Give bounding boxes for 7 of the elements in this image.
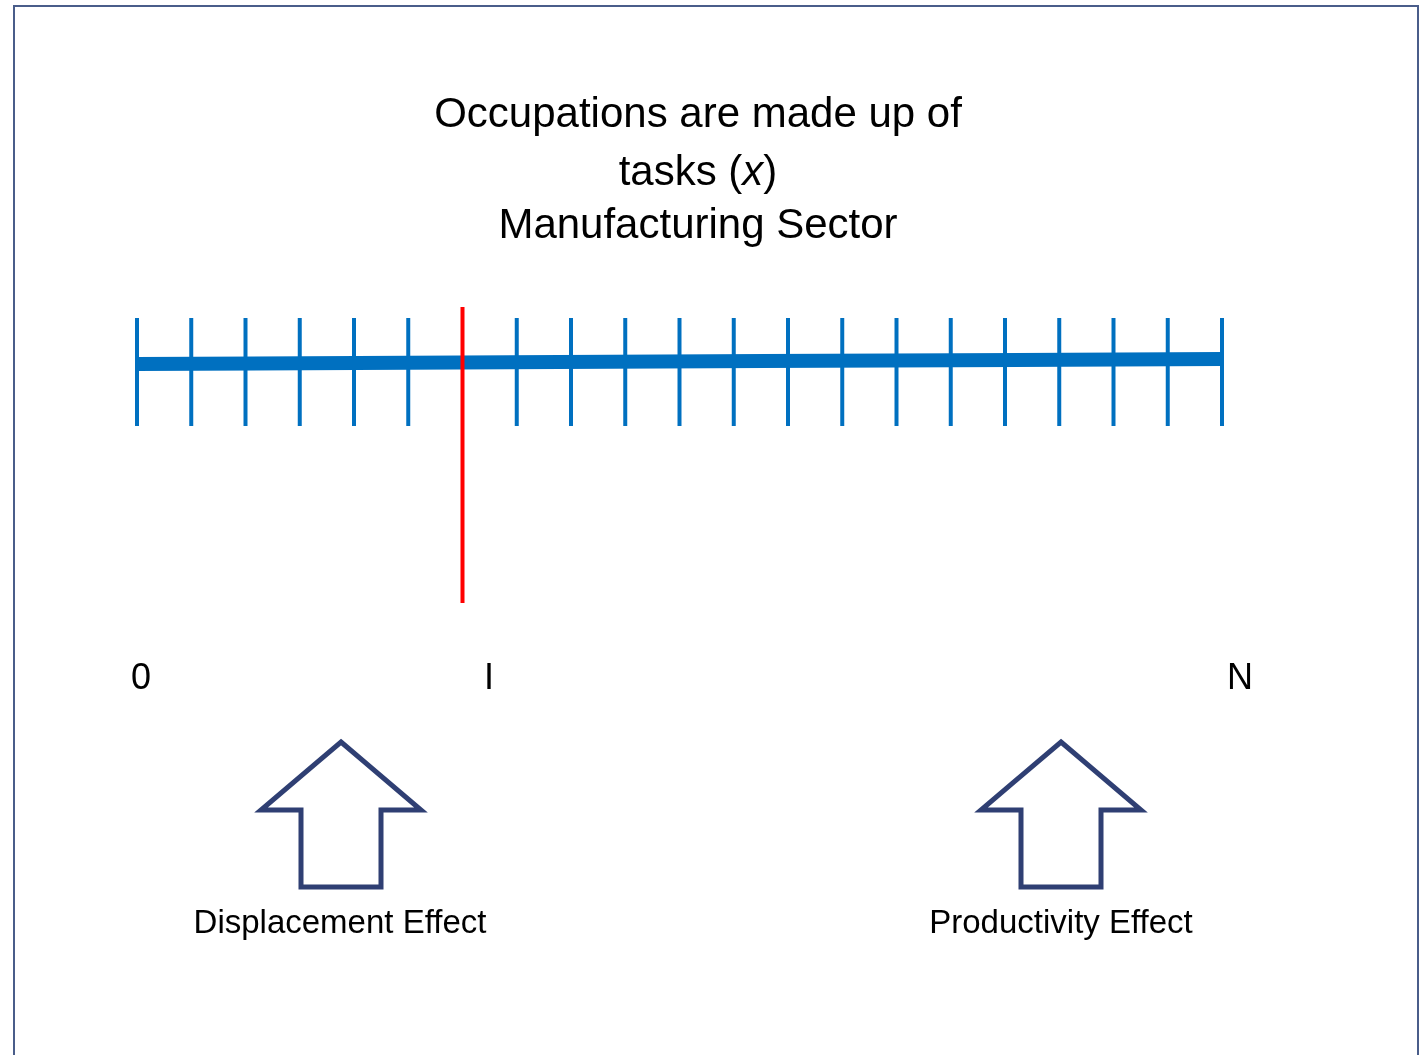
axis-label: N [1227,656,1253,698]
axis-label: 0 [131,656,151,698]
title: Occupations are made up of tasks (x) [433,88,963,196]
effect-label: Productivity Effect [929,903,1193,941]
effect-label: Displacement Effect [193,903,487,941]
axis-label: I [484,656,494,698]
subtitle: Manufacturing Sector [498,200,898,248]
